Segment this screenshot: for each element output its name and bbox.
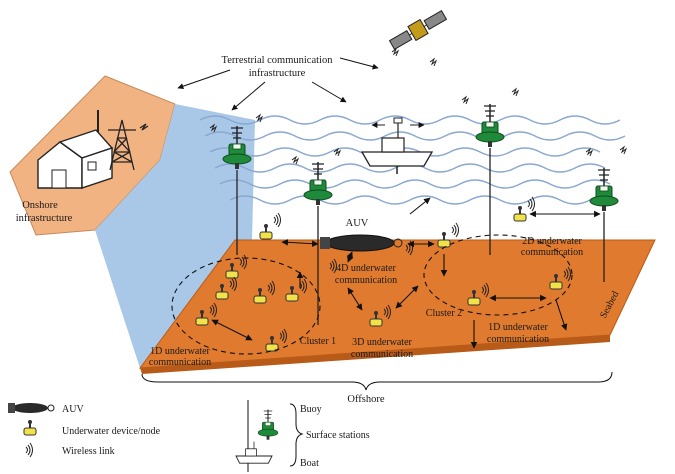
buoy-3	[475, 103, 505, 148]
satellite-icon	[388, 9, 448, 51]
legend-wireless-label: Wireless link	[62, 446, 115, 457]
legend-node-icon	[23, 419, 37, 436]
legend: AUV Underwater device/node Wireless link…	[8, 400, 370, 472]
legend-buoy-label: Buoy	[300, 404, 322, 415]
buoy-4	[589, 167, 619, 212]
cluster-1-label: Cluster 1	[300, 336, 336, 347]
legend-auv-icon	[8, 403, 55, 413]
cluster-1-boundary	[171, 257, 321, 355]
comm-4d-label-line2: communication	[335, 275, 397, 286]
cluster-2-boundary	[423, 234, 573, 316]
comm-1d-right-label-line1: 1D underwater	[488, 322, 548, 333]
offshore-label: Offshore	[347, 394, 384, 405]
legend-surface-stations-label: Surface stations	[306, 430, 370, 441]
legend-node-label: Underwater device/node	[62, 426, 161, 437]
transmission-tower-icon	[108, 119, 149, 171]
buoy-signal-icons	[209, 87, 628, 165]
legend-wireless-icon	[25, 442, 33, 458]
legend-brace	[289, 403, 304, 467]
comm-3d-label-line2: communication	[351, 349, 413, 360]
comm-3d-label-line1: 3D underwater	[352, 337, 412, 348]
comm-1d-left-label-line1: 1D underwater	[150, 346, 210, 357]
comm-2d-label-line2: communication	[521, 247, 583, 258]
terrestrial-label-line1: Terrestrial communication	[222, 55, 334, 66]
communication-arrows	[211, 197, 601, 349]
offshore-brace	[141, 371, 613, 391]
comm-2d-label-line1: 2D underwater	[522, 236, 582, 247]
terrestrial-arrows	[177, 57, 379, 111]
onshore-label-line2: infrastructure	[16, 213, 73, 224]
buoy-tethers	[236, 148, 605, 325]
comm-1d-left-label-line2: communication	[149, 357, 211, 368]
cluster-2-label: Cluster 2	[426, 308, 462, 319]
comm-1d-right-label-line2: communication	[487, 334, 549, 345]
terrestrial-label-line2: infrastructure	[249, 68, 306, 79]
legend-auv-label: AUV	[62, 404, 84, 415]
legend-boat-label: Boat	[300, 458, 319, 469]
comm-4d-label-line1: 4D underwater	[336, 263, 396, 274]
water-side	[95, 104, 255, 368]
auv-label: AUV	[346, 218, 369, 229]
seabed-front-edge	[140, 335, 610, 374]
onshore-label-line1: Onshore	[22, 200, 58, 211]
factory-icon	[37, 110, 114, 189]
auv-vehicle-icon	[320, 234, 403, 252]
boat-icon	[360, 117, 434, 174]
satellite-signal-icons	[391, 47, 438, 67]
legend-buoy-icon	[257, 409, 279, 441]
legend-boat-icon	[235, 441, 273, 464]
